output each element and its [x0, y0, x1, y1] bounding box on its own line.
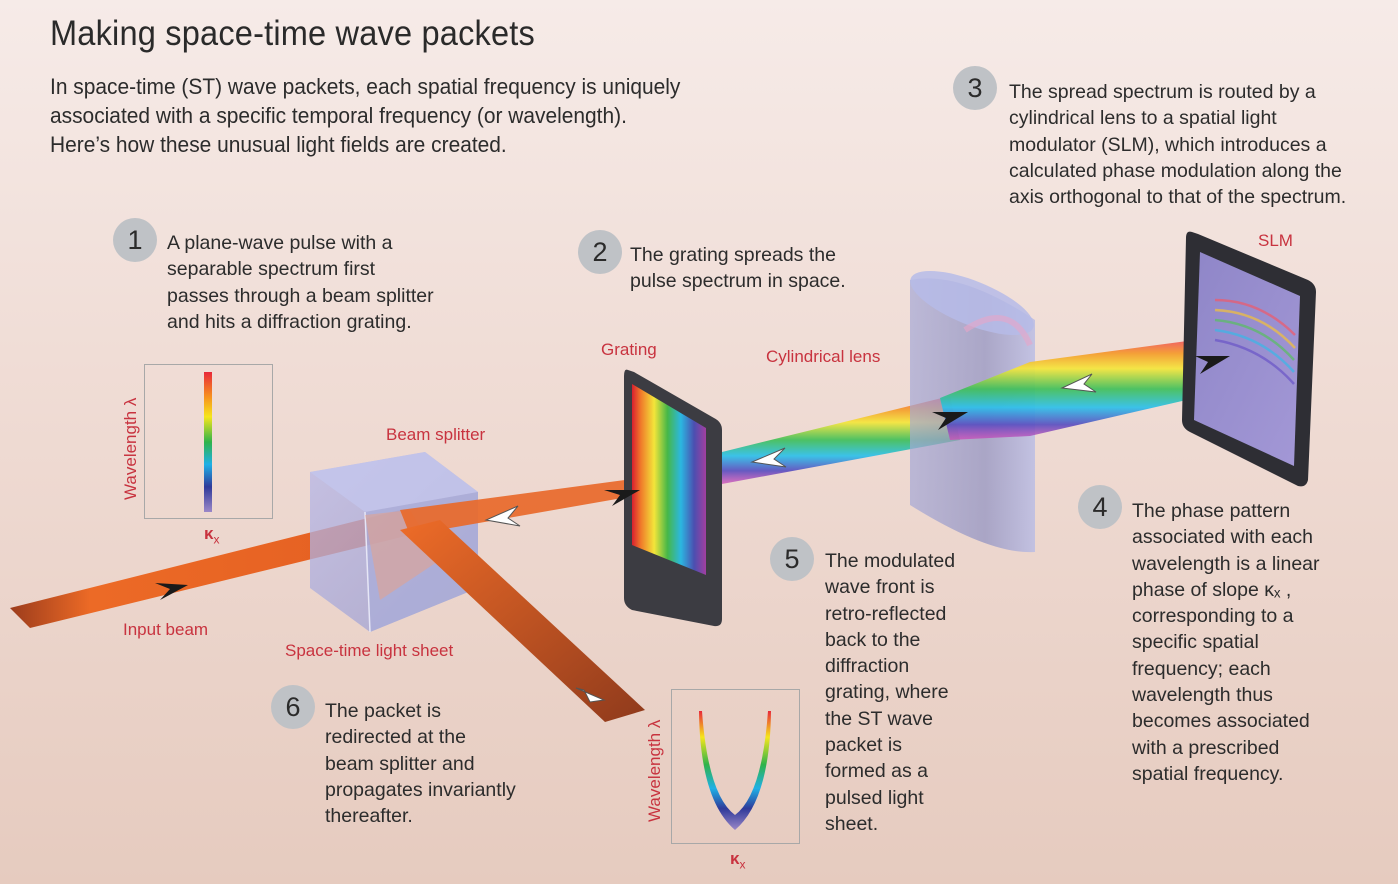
- step-text-line: The spread spectrum is routed by a: [1009, 81, 1316, 103]
- step-text-line: modulator (SLM), which introduces a: [1009, 133, 1327, 156]
- step-text-line: cylindrical lens to a spatial light: [1009, 107, 1277, 130]
- kappa-subscript: x: [739, 857, 746, 872]
- st-light-sheet-label: Space-time light sheet: [285, 641, 454, 660]
- st-light-sheet-beam: [400, 520, 645, 722]
- step-number-badge: 5: [770, 537, 814, 581]
- kappa-symbol: κ: [730, 849, 740, 868]
- step-text-line: formed as a: [825, 760, 928, 783]
- arrow-forward-icon: [1195, 356, 1230, 374]
- step-number-badge: 4: [1078, 485, 1122, 529]
- slm: [1182, 231, 1316, 487]
- step-text-line: calculated phase modulation along the: [1009, 159, 1342, 182]
- step-text-line: back to the: [825, 628, 921, 651]
- input-spectrum-plot: [144, 364, 273, 519]
- intro-line: Here’s how these unusual light fields ar…: [50, 132, 507, 157]
- step-text-line: propagates invariantly: [325, 778, 516, 801]
- input-beam-label: Input beam: [123, 620, 209, 639]
- step-text-line: frequency; each: [1132, 657, 1271, 680]
- step-text-line: thereafter.: [325, 805, 413, 828]
- beam-splitter-label: Beam splitter: [386, 425, 486, 444]
- direction-arrows: [155, 356, 1230, 703]
- intro-line: associated with a specific temporal freq…: [50, 103, 627, 128]
- kappa-symbol: κ: [204, 524, 214, 543]
- step-text-line: grating, where: [825, 681, 949, 704]
- step-text-line: The phase pattern: [1132, 500, 1291, 522]
- step-text-line: retro-reflected: [825, 602, 947, 625]
- step-text-line: wavelength is a linear: [1132, 552, 1320, 575]
- step-number-badge: 3: [953, 66, 997, 110]
- grating-label: Grating: [601, 340, 657, 359]
- cylindrical-lens-label: Cylindrical lens: [766, 347, 881, 366]
- beam-to-grating: [400, 474, 680, 535]
- step-text-line: specific spatial: [1132, 631, 1259, 654]
- step-text-line: associated with each: [1132, 526, 1314, 549]
- step-text-line: A plane-wave pulse with a: [167, 232, 393, 254]
- arrow-forward-icon: [604, 490, 640, 506]
- rainbow-beam-grating-lens: [722, 396, 960, 484]
- step-text-line: phase of slope κₓ ,: [1132, 578, 1292, 601]
- step-text-line: The packet is: [325, 700, 441, 722]
- step-text-line: The modulated: [825, 550, 956, 572]
- st-spectrum-xlabel: κx: [730, 849, 745, 871]
- input-spectrum-ylabel: Wavelength λ: [121, 397, 140, 500]
- step-text-line: wavelength thus: [1132, 684, 1273, 707]
- step-text-line: packet is: [825, 734, 902, 757]
- input-spectrum-xlabel: κx: [204, 524, 219, 546]
- step-text-line: wave front is: [825, 576, 935, 599]
- step-text-line: passes through a beam splitter: [167, 284, 434, 307]
- step-text-line: the ST wave: [825, 707, 934, 730]
- arrow-back-icon: [750, 447, 787, 468]
- st-spectrum-curve: [699, 711, 771, 830]
- step-text-line: sheet.: [825, 812, 879, 835]
- step-text-line: becomes associated: [1132, 710, 1310, 733]
- step-text-line: pulsed light: [825, 786, 924, 809]
- step-text-line: and hits a diffraction grating.: [167, 310, 412, 333]
- step-text-line: axis orthogonal to that of the spectrum.: [1009, 186, 1347, 209]
- intro-line: In space-time (ST) wave packets, each sp…: [50, 74, 681, 99]
- arrow-down-icon: [575, 687, 606, 703]
- step-text-line: beam splitter and: [325, 752, 475, 775]
- grating: [624, 369, 722, 627]
- step-text-line: separable spectrum first: [167, 258, 376, 281]
- arrow-back-icon: [1060, 373, 1097, 393]
- step-text-line: redirected at the: [325, 726, 466, 749]
- st-spectrum-plot: [671, 689, 800, 844]
- step-number-badge: 1: [113, 218, 157, 262]
- step-number-badge: 2: [578, 230, 622, 274]
- step-text-line: with a prescribed: [1132, 736, 1280, 759]
- arrow-back-icon: [484, 505, 521, 527]
- arrow-forward-icon: [155, 583, 188, 600]
- step-number-badge: 6: [271, 685, 315, 729]
- page-title: Making space-time wave packets: [50, 14, 535, 53]
- intro-text: In space-time (ST) wave packets, each sp…: [50, 72, 785, 159]
- step-text-line: corresponding to a: [1132, 605, 1294, 628]
- step-text-line: diffraction: [825, 655, 910, 678]
- step-text-line: pulse spectrum in space.: [630, 270, 846, 293]
- kappa-subscript: x: [213, 532, 220, 547]
- step-text-line: spatial frequency.: [1132, 762, 1284, 785]
- slm-label: SLM: [1258, 231, 1293, 250]
- st-spectrum-ylabel: Wavelength λ: [645, 719, 664, 822]
- input-spectrum-curve: [204, 372, 212, 512]
- step-text-line: The grating spreads the: [630, 244, 836, 266]
- arrow-forward-icon: [932, 412, 968, 430]
